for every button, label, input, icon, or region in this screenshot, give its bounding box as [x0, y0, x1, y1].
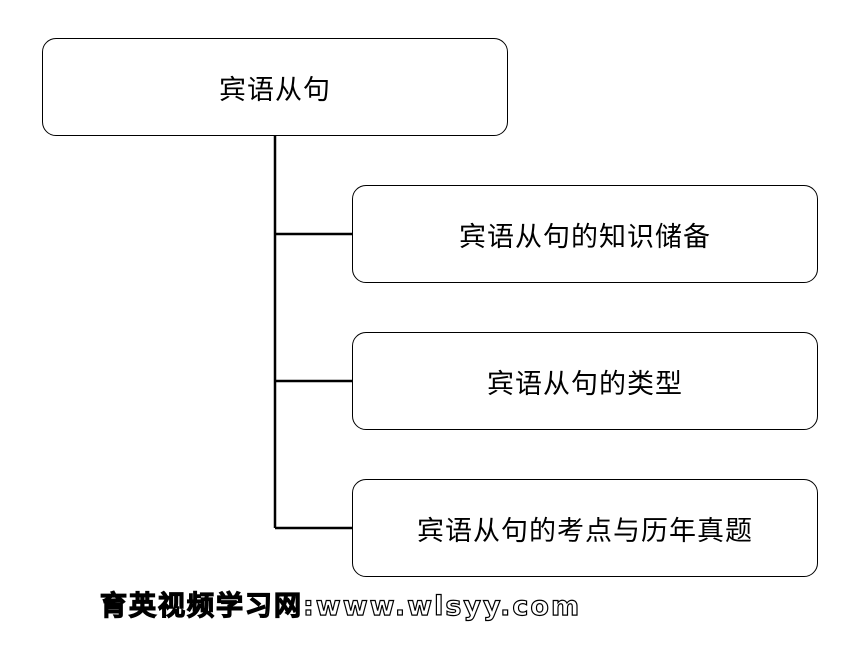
child-node-box-types: 宾语从句的类型: [352, 332, 818, 430]
child-node-label-types: 宾语从句的类型: [487, 368, 683, 400]
root-node-label: 宾语从句: [219, 74, 331, 106]
child-node-label-knowledge: 宾语从句的知识储备: [459, 221, 711, 253]
watermark-text: 育英视频学习网:www.wlsyy.com: [99, 590, 582, 622]
child-node-label-exam-points: 宾语从句的考点与历年真题: [417, 515, 753, 547]
child-node-box-knowledge: 宾语从句的知识储备: [352, 185, 818, 283]
root-node-box: 宾语从句: [42, 38, 508, 136]
child-node-box-exam-points: 宾语从句的考点与历年真题: [352, 479, 818, 577]
